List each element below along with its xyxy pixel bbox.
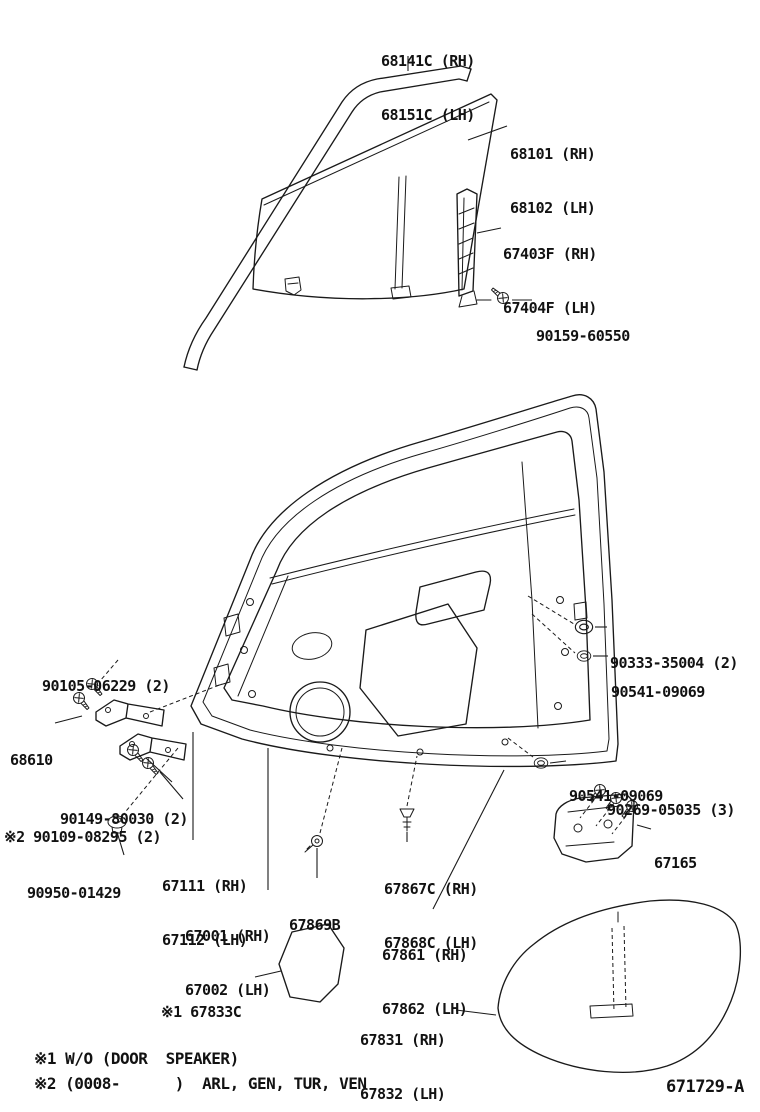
part-number: 67867C (RH)	[384, 880, 478, 898]
label-check-bolt-b[interactable]: ※2 90109-08295 (2)	[4, 792, 162, 864]
label-bracket-screw[interactable]: 90269-05035 (3)	[607, 765, 735, 837]
glass-run-channel-drawing	[183, 65, 472, 371]
label-grommet-mid[interactable]: 90541-09069	[611, 647, 705, 719]
label-door-panel[interactable]: 67001 (RH) 67002 (LH)	[185, 891, 271, 1017]
part-number: 68610	[10, 751, 53, 769]
front-pad-drawing	[278, 923, 345, 1003]
part-number: 67831 (RH)	[360, 1031, 446, 1049]
part-number: ※1 67833C	[161, 1003, 242, 1021]
part-number: 90333-35004 (2)	[610, 654, 738, 672]
part-number: 90950-01429	[27, 884, 121, 902]
grommet-icon	[576, 650, 592, 662]
leader-lines	[54, 56, 652, 1016]
part-number: 67165	[654, 854, 697, 872]
part-number: 67111 (RH)	[162, 877, 248, 895]
bracket-drawing	[553, 781, 641, 863]
weatherstrip-clip-icon	[399, 808, 415, 832]
door-glass-drawing	[252, 93, 498, 300]
part-number: 67112 (LH)	[162, 931, 248, 949]
door-panel-drawing	[213, 430, 591, 756]
part-number: ※2 90109-08295 (2)	[4, 828, 162, 846]
drawing-number: 671729-A	[666, 1077, 744, 1097]
label-panel-bolt[interactable]: 67869B	[289, 880, 341, 952]
grommet-icon	[574, 619, 594, 635]
label-guide-screw[interactable]: 90159-60550	[536, 291, 630, 363]
part-number: 67862 (LH)	[382, 1000, 468, 1018]
label-panel-sub[interactable]: 67111 (RH) 67112 (LH)	[162, 841, 248, 967]
part-number: 67403F (RH)	[503, 245, 597, 263]
part-number: 67869B	[289, 916, 341, 934]
label-service-hole-cover[interactable]: 67831 (RH) 67832 (LH)	[360, 995, 446, 1112]
panel-fastener-holes	[240, 596, 569, 756]
label-hole-plug[interactable]: 90950-01429	[27, 848, 121, 920]
part-number: 90541-09069	[569, 787, 663, 805]
label-weatherstrip-clip[interactable]: 67867C (RH) 67868C (LH)	[384, 844, 478, 970]
label-door-glass[interactable]: 68101 (RH) 68102 (LH)	[510, 109, 596, 235]
label-glass-run[interactable]: 68141C (RH) 68151C (LH)	[381, 16, 475, 142]
part-number: 67002 (LH)	[185, 981, 271, 999]
label-grommet-upper[interactable]: 90333-35004 (2)	[610, 618, 738, 690]
part-number: 67404F (LH)	[503, 299, 597, 317]
part-number: 90149-80030 (2)	[60, 810, 188, 828]
panel-bolt-icon	[304, 835, 323, 853]
part-number: 68101 (RH)	[510, 145, 596, 163]
label-glass-guide[interactable]: 67403F (RH) 67404F (LH)	[503, 209, 597, 335]
footnote-2: ※2 (0008- ) ARL, GEN, TUR, VEN	[34, 1074, 367, 1093]
part-number: 90541-09069	[611, 683, 705, 701]
part-number: 68151C (LH)	[381, 106, 475, 124]
label-check-bolt-a[interactable]: 90149-80030 (2)	[60, 774, 188, 846]
part-number: 67832 (LH)	[360, 1085, 446, 1103]
service-hole-cover-drawing	[497, 899, 742, 1073]
part-number: 90105-06229 (2)	[42, 677, 170, 695]
part-number: 90159-60550	[536, 327, 630, 345]
part-number: 67868C (LH)	[384, 934, 478, 952]
part-number: 67001 (RH)	[185, 927, 271, 945]
label-hinge[interactable]: 68610	[10, 715, 53, 787]
label-front-pad[interactable]: ※1 67833C	[161, 967, 242, 1039]
weatherstrip-drawing	[190, 394, 619, 768]
speaker-hole	[289, 681, 351, 743]
part-number: 67861 (RH)	[382, 946, 468, 964]
glass-guide-channel-drawing	[456, 188, 512, 308]
label-hinge-bolt[interactable]: 90105-06229 (2)	[42, 641, 170, 713]
dashed-lines	[99, 595, 627, 835]
part-number: 90269-05035 (3)	[607, 801, 735, 819]
label-weatherstrip[interactable]: 67861 (RH) 67862 (LH)	[382, 910, 468, 1036]
footnote-1: ※1 W/O (DOOR SPEAKER)	[34, 1049, 239, 1068]
label-bracket[interactable]: 67165	[654, 818, 697, 890]
part-number: 68102 (LH)	[510, 199, 596, 217]
label-grommet-lower[interactable]: 90541-09069	[569, 751, 663, 823]
part-number: 68141C (RH)	[381, 52, 475, 70]
